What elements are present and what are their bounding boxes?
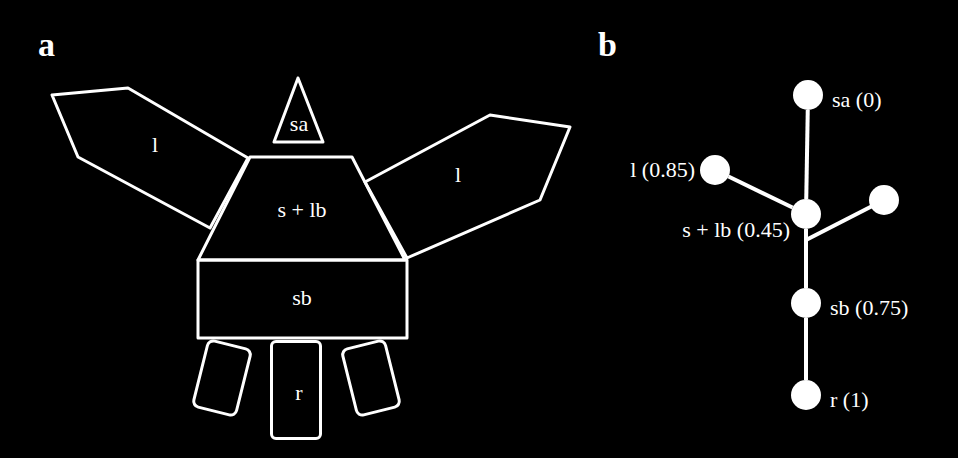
shape-outline bbox=[274, 78, 323, 142]
tree-edge bbox=[804, 229, 808, 288]
tree-node-dot bbox=[869, 185, 899, 215]
tree-edge bbox=[729, 177, 793, 208]
tree-node: l (0.85) bbox=[700, 155, 730, 185]
part-label: l bbox=[455, 164, 461, 186]
tree-edge bbox=[804, 318, 808, 380]
body-trapezoid: s + lb bbox=[198, 157, 405, 260]
wing-shape: l bbox=[52, 88, 248, 228]
shape-outline bbox=[365, 115, 570, 258]
part-label: sb (0.75) bbox=[830, 297, 908, 319]
shape-outline bbox=[198, 260, 407, 338]
shape-outline bbox=[52, 88, 248, 228]
panel-letter: b bbox=[598, 28, 617, 62]
tree-node: sb (0.75) bbox=[791, 288, 821, 318]
shape-outline bbox=[198, 157, 405, 260]
part-label: r bbox=[295, 382, 302, 404]
tree-node: r (1) bbox=[791, 380, 821, 410]
part-label: sb bbox=[292, 287, 312, 309]
part-label: s + lb (0.45) bbox=[682, 219, 790, 241]
body-rectangle: sb bbox=[198, 260, 407, 338]
tree-node: s + lb (0.45) bbox=[791, 199, 821, 229]
tree-edge bbox=[806, 110, 807, 199]
toe-shape: r bbox=[270, 340, 322, 440]
part-label: r (1) bbox=[830, 389, 868, 411]
tree-node: sa (0) bbox=[793, 80, 823, 110]
shape-outline bbox=[365, 115, 570, 258]
toe-shape bbox=[341, 340, 400, 417]
part-label: s + lb bbox=[277, 199, 326, 221]
part-label: sa bbox=[290, 113, 308, 135]
panel-letter: a bbox=[38, 28, 55, 62]
wing-shape: l bbox=[365, 115, 570, 258]
part-label: l (0.85) bbox=[630, 159, 695, 181]
part-label: sa (0) bbox=[832, 89, 881, 111]
part-label: l bbox=[152, 134, 158, 156]
toe-shape bbox=[192, 340, 251, 417]
shape-outline bbox=[52, 88, 248, 228]
head-triangle: sa bbox=[274, 78, 323, 142]
